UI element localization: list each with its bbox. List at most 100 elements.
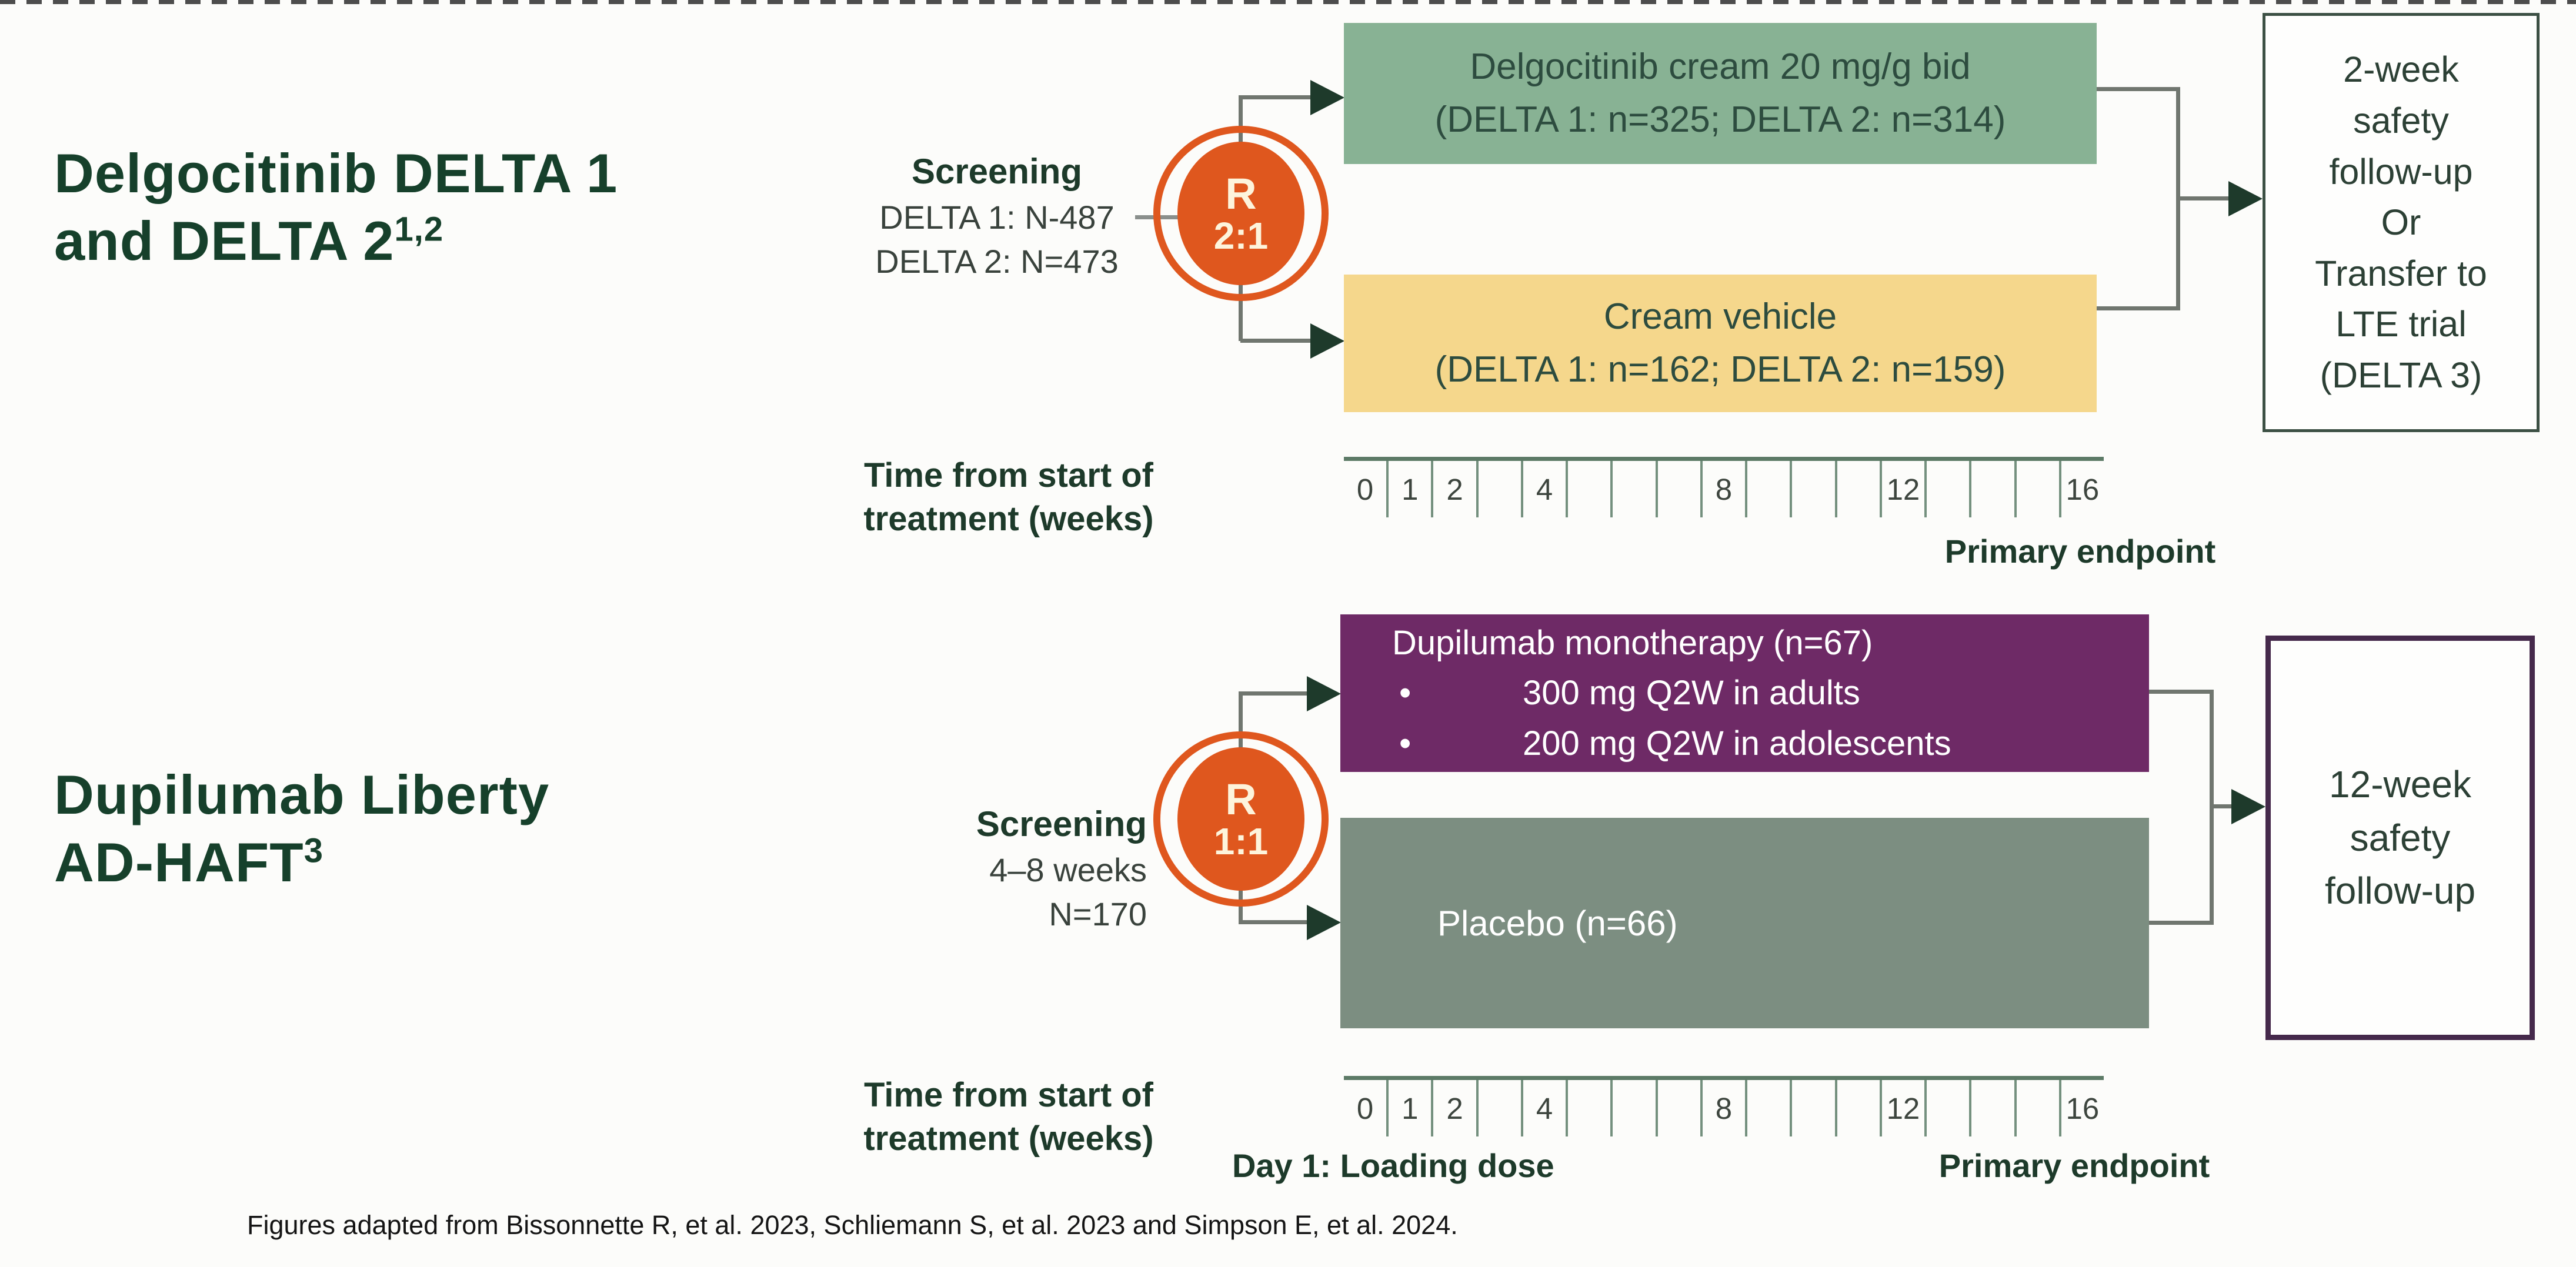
- week-tick-cell: [1747, 461, 1793, 517]
- study2-outcome-connector-line: [2210, 804, 2236, 808]
- week-tick-cell: [1479, 1080, 1523, 1136]
- study2-title: Dupilumab Liberty AD-HAFT3: [54, 761, 549, 896]
- week-tick-cell: [1927, 1080, 1972, 1136]
- study2-day1-loading-dose-label: Day 1: Loading dose: [1232, 1147, 1554, 1184]
- study1-primary-endpoint-label: Primary endpoint: [1944, 533, 2216, 570]
- study2-primary-endpoint-label: Primary endpoint: [1938, 1147, 2210, 1184]
- study1-screening-line1: DELTA 1: N-487: [879, 199, 1115, 236]
- study2-randomization-letter: R: [1225, 774, 1257, 824]
- study1-randomization-badge: R 2:1: [1153, 126, 1329, 301]
- study1-arm1-arrow-icon: [1310, 80, 1344, 115]
- study2-merge-bottom-line: [2149, 921, 2214, 925]
- study1-screening-heading: Screening: [911, 152, 1083, 191]
- week-tick-cell: [1658, 461, 1703, 517]
- study1-title-line1: Delgocitinib DELTA 1: [54, 142, 618, 204]
- study2-dupilumab-bullet2: • 200 mg Q2W in adolescents: [1340, 718, 2149, 768]
- study1-active-arm-line1: Delgocitinib cream 20 mg/g bid: [1470, 46, 1971, 88]
- study2-placebo-arm-box: Placebo (n=66): [1340, 818, 2149, 1028]
- study2-screening-heading: Screening: [976, 804, 1147, 844]
- study2-dupilumab-bullet2-text: 200 mg Q2W in adolescents: [1523, 724, 1951, 763]
- study2-arm1-arrow-icon: [1307, 676, 1341, 711]
- study1-outcome-line: Or: [2381, 202, 2421, 243]
- study1-outcome-line: (DELTA 3): [2320, 355, 2482, 396]
- time-axis-label-line1: Time from start of: [863, 456, 1153, 494]
- study2-merge-top-line: [2149, 690, 2214, 694]
- study1-arm2-connector-line: [1240, 339, 1314, 343]
- week-tick-cell: [1792, 1080, 1837, 1136]
- figure-source-footnote: Figures adapted from Bissonnette R, et a…: [247, 1210, 1458, 1240]
- week-tick-cell: 2: [1433, 461, 1479, 517]
- week-tick-cell: 0: [1344, 1080, 1389, 1136]
- week-tick-cell: 1: [1389, 1080, 1434, 1136]
- study1-screening-line2: DELTA 2: N=473: [875, 243, 1119, 280]
- week-tick-cell: 12: [1882, 1080, 1927, 1136]
- week-tick-cell: [1479, 461, 1523, 517]
- study1-arm1-connector-line: [1240, 95, 1314, 99]
- week-tick-cell: [2017, 461, 2061, 517]
- study2-arm1-connector-line: [1240, 691, 1310, 696]
- study1-screening-block: Screening DELTA 1: N-487 DELTA 2: N=473: [841, 148, 1153, 283]
- study1-title-superscript: 1,2: [394, 210, 444, 249]
- week-tick-cell: 2: [1433, 1080, 1479, 1136]
- study1-outcome-connector-line: [2176, 196, 2230, 200]
- week-tick-cell: 1: [1389, 461, 1434, 517]
- study2-title-line2: AD-HAFT3: [54, 831, 323, 893]
- study2-dupilumab-line1: Dupilumab monotherapy (n=67): [1392, 624, 1873, 663]
- bullet-icon: •: [1399, 724, 1412, 763]
- study1-randomization-ratio: 2:1: [1213, 215, 1269, 258]
- week-tick-cell: 12: [1882, 461, 1927, 517]
- week-tick-cell: [1568, 1080, 1613, 1136]
- study1-outcome-line: 2-week: [2343, 49, 2459, 90]
- study1-outcome-line: follow-up: [2329, 151, 2473, 192]
- study1-merge-bottom-line: [2097, 306, 2180, 310]
- study1-title-line2: and DELTA 21,2: [54, 209, 444, 272]
- study2-arm2-arrow-icon: [1307, 905, 1341, 940]
- study1-vehicle-arm-line2: (DELTA 1: n=162; DELTA 2: n=159): [1434, 349, 2006, 390]
- week-tick-cell: [1792, 461, 1837, 517]
- study1-outcome-line: Transfer to: [2315, 253, 2487, 293]
- study2-time-axis-label: Time from start of treatment (weeks): [773, 1074, 1244, 1161]
- study1-title: Delgocitinib DELTA 1 and DELTA 21,2: [54, 140, 618, 275]
- study2-randomization-inner-circle: R 1:1: [1177, 747, 1304, 891]
- week-tick-cell: [1971, 1080, 2017, 1136]
- study2-screening-line2: N=170: [1049, 895, 1147, 933]
- week-tick-cell: [1971, 461, 2017, 517]
- week-tick-cell: 8: [1703, 461, 1748, 517]
- study2-title-superscript: 3: [303, 831, 323, 870]
- study2-dupilumab-bullet1: • 300 mg Q2W in adults: [1340, 668, 2149, 718]
- week-tick-cell: 8: [1703, 1080, 1748, 1136]
- study1-outcome-line: safety: [2353, 100, 2449, 141]
- study2-randomization-ratio: 1:1: [1213, 820, 1269, 863]
- week-tick-cell: 16: [2066, 1091, 2100, 1125]
- bullet-icon: •: [1399, 674, 1412, 713]
- week-tick-cell: 4: [1523, 1080, 1569, 1136]
- study1-vehicle-arm-line1: Cream vehicle: [1603, 296, 1837, 337]
- week-tick-cell: [1613, 461, 1658, 517]
- week-tick-cell: [1927, 461, 1972, 517]
- study2-dupilumab-bullet1-text: 300 mg Q2W in adults: [1523, 674, 1860, 713]
- study1-randomization-letter: R: [1225, 169, 1257, 218]
- week-tick-cell: 4: [1523, 461, 1569, 517]
- study1-randomization-inner-circle: R 2:1: [1177, 142, 1304, 285]
- study2-outcome-box: 12-week safety follow-up: [2265, 636, 2535, 1040]
- study2-outcome-arrow-icon: [2231, 789, 2265, 824]
- week-tick-cell: [1613, 1080, 1658, 1136]
- study2-outcome-line: 12-week: [2329, 763, 2471, 805]
- time-axis-label-line1: Time from start of: [863, 1076, 1153, 1114]
- study1-vehicle-arm-box: Cream vehicle (DELTA 1: n=162; DELTA 2: …: [1344, 275, 2097, 412]
- week-tick-cell: [1837, 461, 1882, 517]
- study2-screening-block: Screening 4–8 weeks N=170: [753, 801, 1147, 936]
- week-tick-cell: [1837, 1080, 1882, 1136]
- week-tick-cell: 16: [2066, 472, 2100, 506]
- study1-time-axis-label: Time from start of treatment (weeks): [773, 454, 1244, 541]
- time-axis-label-line2: treatment (weeks): [863, 500, 1154, 539]
- week-tick-cell: 0: [1344, 461, 1389, 517]
- study2-arm2-connector-line: [1240, 920, 1310, 924]
- study2-screening-line1: 4–8 weeks: [989, 851, 1147, 889]
- study2-title-line1: Dupilumab Liberty: [54, 764, 550, 825]
- time-axis-label-line2: treatment (weeks): [863, 1119, 1154, 1158]
- study1-merge-top-line: [2097, 87, 2180, 91]
